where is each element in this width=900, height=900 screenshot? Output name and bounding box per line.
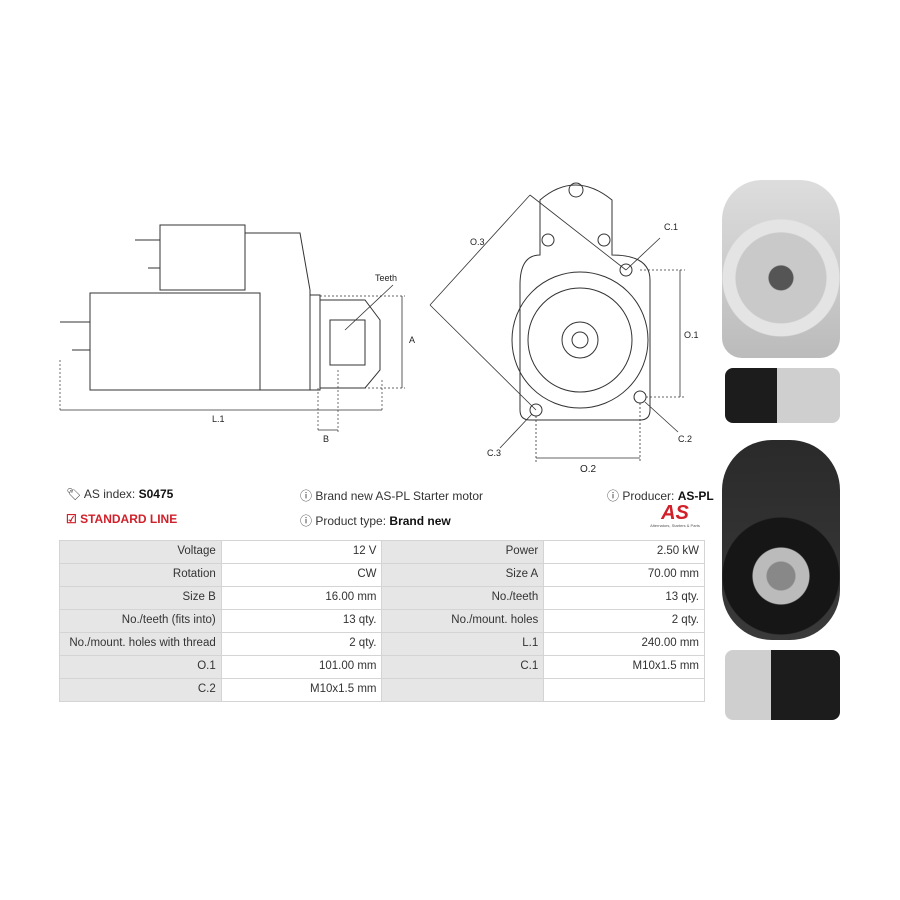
spec-value: 2.50 kW	[543, 540, 705, 564]
spec-label: L.1	[381, 632, 545, 656]
tags-icon: 🏷	[66, 487, 82, 501]
label-a: A	[409, 335, 415, 345]
spec-value: 101.00 mm	[220, 655, 383, 679]
spec-value: 70.00 mm	[543, 563, 705, 587]
spec-label: Size B	[59, 586, 222, 610]
label-o1: O.1	[684, 330, 699, 340]
product-description: ⓘ Brand new AS-PL Starter motor	[300, 489, 483, 503]
label-c2: C.2	[678, 434, 692, 444]
producer: ⓘ Producer: AS-PL	[607, 489, 714, 503]
info-icon: ⓘ	[300, 489, 313, 503]
spec-value: 240.00 mm	[543, 632, 705, 656]
spec-label: No./teeth (fits into)	[59, 609, 222, 633]
spec-label: Voltage	[59, 540, 222, 564]
label-teeth: Teeth	[375, 273, 397, 283]
product-photo-side	[725, 650, 840, 720]
as-index: 🏷 AS index: S0475	[66, 487, 174, 501]
product-photo-rear	[722, 440, 840, 640]
standard-line-badge: ☑ STANDARD LINE	[66, 512, 178, 526]
product-photo-front	[722, 180, 840, 358]
table-row: No./teeth (fits into)13 qty.No./mount. h…	[59, 609, 705, 633]
label-c1: C.1	[664, 222, 678, 232]
spec-value: 13 qty.	[543, 586, 705, 610]
spec-label	[381, 678, 545, 702]
spec-value	[543, 678, 705, 702]
product-type: ⓘ Product type: Brand new	[300, 514, 451, 528]
checkbox-icon: ☑	[66, 512, 77, 526]
spec-label: Power	[381, 540, 545, 564]
spec-value: M10x1.5 mm	[543, 655, 705, 679]
spec-value: 16.00 mm	[220, 586, 383, 610]
spec-label: Size A	[381, 563, 545, 587]
label-c3: C.3	[487, 448, 501, 458]
label-o3: O.3	[470, 237, 485, 247]
spec-value: 12 V	[220, 540, 383, 564]
front-view-drawing: O.3 C.1 O.1 C.2 C.3 O.2	[429, 182, 699, 475]
side-view-drawing: Teeth A L.1 B	[59, 224, 415, 444]
spec-value: 13 qty.	[220, 609, 383, 633]
spec-value: M10x1.5 mm	[220, 678, 383, 702]
as-pl-logo: AS Alternators, Starters & Parts	[650, 502, 700, 528]
spec-label: O.1	[59, 655, 222, 679]
label-b: B	[323, 434, 329, 444]
label-l1: L.1	[212, 414, 225, 424]
spec-label: C.2	[59, 678, 222, 702]
spec-label: No./mount. holes	[381, 609, 545, 633]
product-photo-side-small	[725, 368, 840, 423]
spec-value: CW	[220, 563, 383, 587]
as-index-value: S0475	[138, 487, 174, 501]
spec-label: No./teeth	[381, 586, 545, 610]
label-o2: O.2	[580, 464, 597, 475]
info-icon: ⓘ	[300, 514, 313, 528]
spec-value: 2 qty.	[543, 609, 705, 633]
spec-value: 2 qty.	[220, 632, 383, 656]
spec-label: Rotation	[59, 563, 222, 587]
info-icon: ⓘ	[607, 489, 620, 503]
spec-label: No./mount. holes with thread	[59, 632, 222, 656]
spec-label: C.1	[381, 655, 545, 679]
